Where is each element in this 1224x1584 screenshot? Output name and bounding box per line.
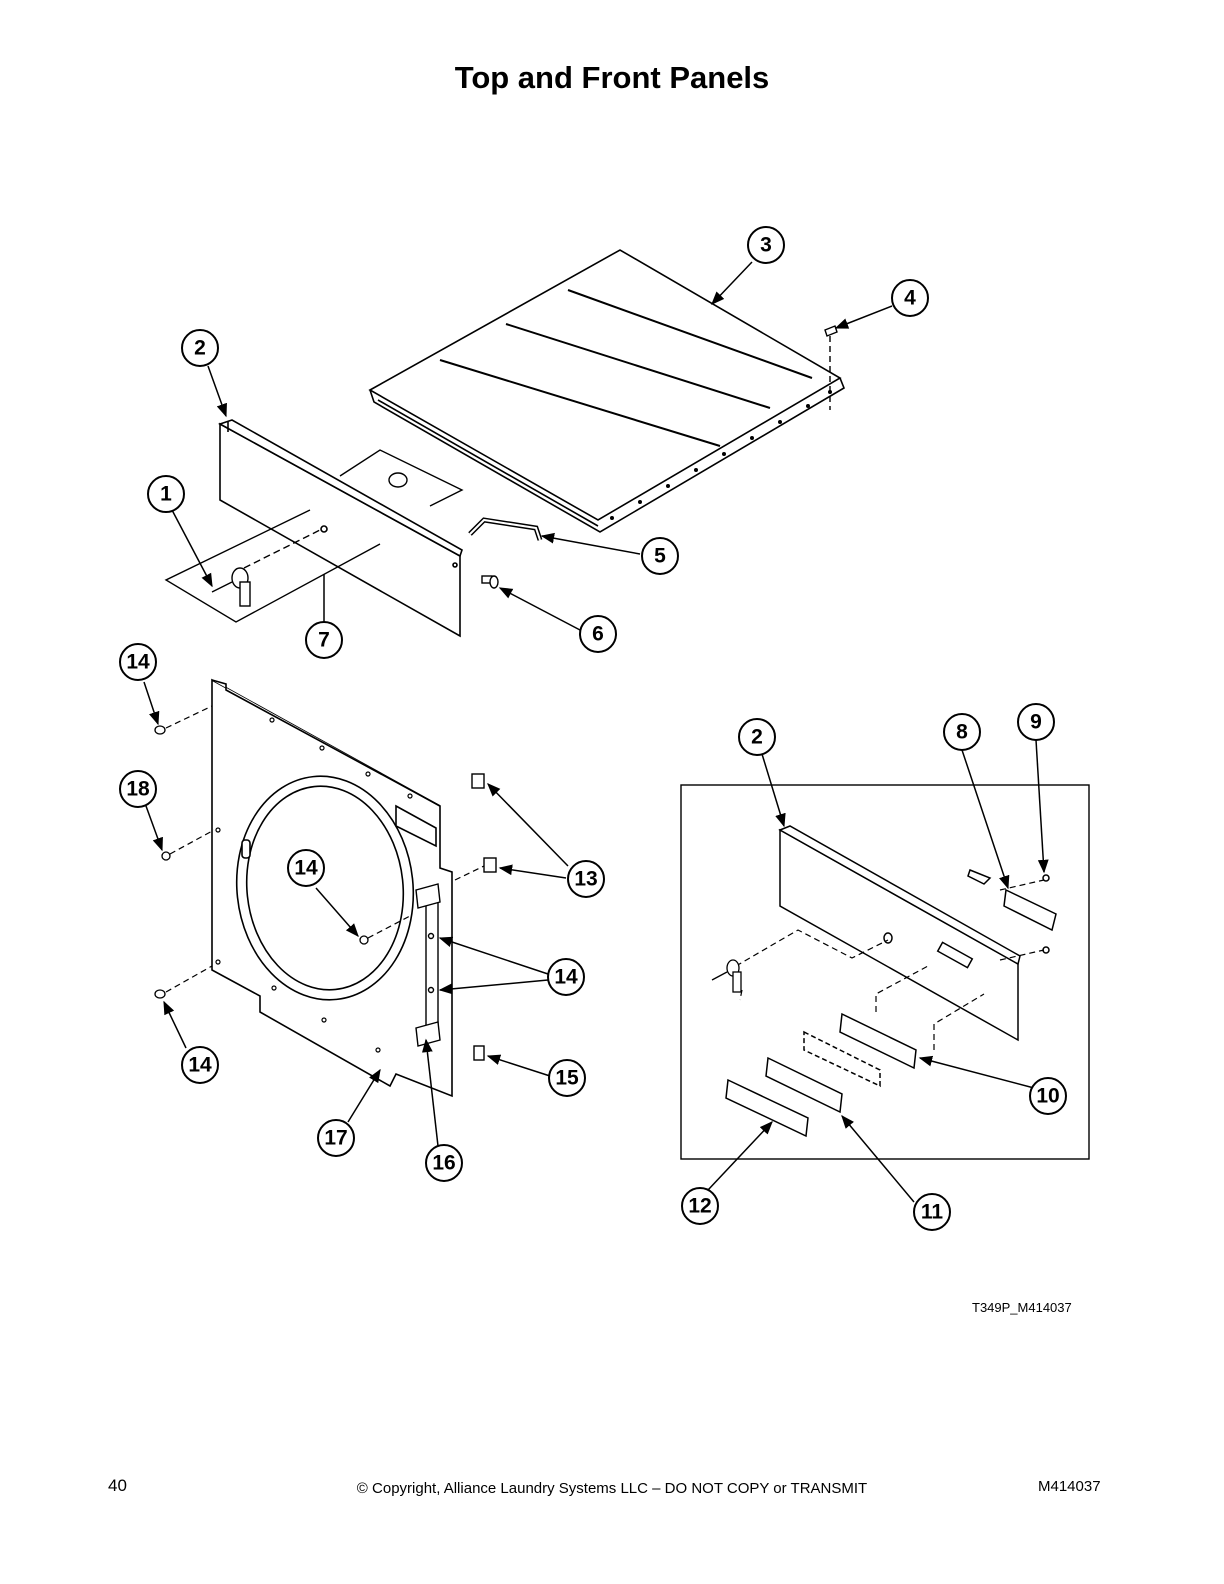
detail-inset-box [680,784,1090,1160]
callout-15: 15 [555,1067,579,1090]
leader-lines [143,261,1049,1203]
callout-14-a: 14 [126,651,150,674]
overlay-sheet-part-7 [164,449,464,623]
inset-dashed-guides [735,879,1045,1050]
callout-5: 5 [654,545,666,568]
lock-part-1 [211,567,251,607]
copyright-notice: © Copyright, Alliance Laundry Systems LL… [356,1480,868,1497]
callout-16: 16 [432,1152,455,1175]
callout-14-d: 14 [188,1054,212,1077]
callout-2-top: 2 [194,337,206,360]
front-panel-screws [154,725,369,999]
callout-9: 9 [1030,711,1042,734]
callout-14-c: 14 [554,966,578,989]
dashed-guides [165,705,485,993]
callout-8: 8 [956,721,968,744]
callout-17: 17 [324,1127,347,1150]
callout-11: 11 [921,1201,944,1224]
callout-labels: 3 4 2 1 5 6 7 14 18 14 13 14 14 15 17 16… [126,234,1059,1224]
page-title: Top and Front Panels [454,60,770,95]
callout-14-b: 14 [294,857,318,880]
drawing-code: T349P_M414037 [972,1300,1072,1315]
clip-parts [471,773,497,1061]
hinge-part-16 [415,883,441,1047]
callout-4: 4 [904,287,916,310]
callout-12: 12 [688,1195,711,1218]
callout-1: 1 [160,483,172,506]
top-panel [368,249,845,533]
inset-control-panel [725,825,1057,1138]
inset-lock [711,959,742,993]
document-number: M414037 [1038,1478,1101,1495]
callout-18: 18 [126,778,150,801]
callout-13: 13 [574,868,597,891]
front-panel-part-17 [211,678,453,1098]
callout-3: 3 [760,234,772,257]
callout-10: 10 [1036,1085,1059,1108]
callout-2-inset: 2 [751,726,763,749]
callout-7: 7 [318,629,330,652]
callouts [119,226,1067,1231]
screw-part-4 [824,325,838,410]
callout-6: 6 [592,623,604,646]
pin-part-6 [481,575,499,589]
page-number: 40 [108,1476,127,1495]
control-panel-part-2 [218,419,463,638]
